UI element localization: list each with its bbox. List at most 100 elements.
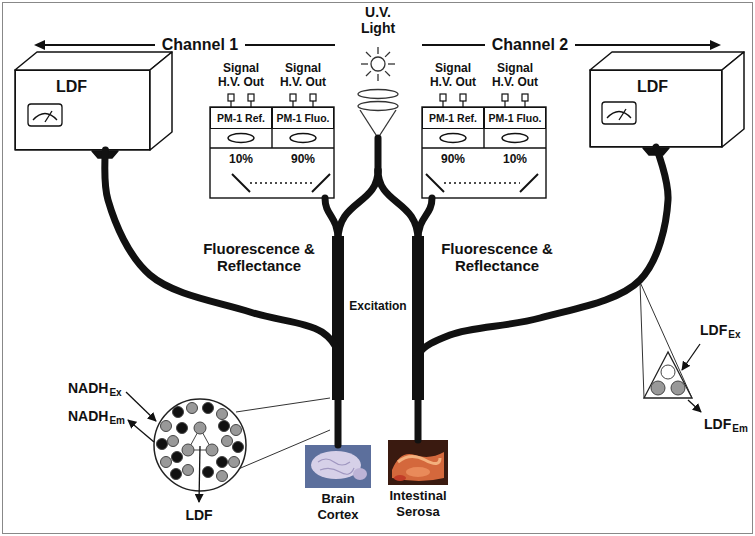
signal-name: LDF bbox=[185, 507, 212, 523]
tissue-image bbox=[318, 459, 350, 465]
gauge-icon bbox=[619, 109, 626, 120]
signal-label: Signal H.V. Out bbox=[212, 62, 270, 90]
light-source-label: U.V. Light bbox=[354, 4, 402, 36]
subscript: Em bbox=[109, 415, 125, 427]
magnifier bbox=[182, 444, 194, 456]
ldf-instrument: LDF bbox=[590, 70, 722, 147]
optics-housing bbox=[426, 174, 444, 192]
magnifier bbox=[640, 282, 692, 398]
optics-housing bbox=[422, 147, 546, 148]
terminal bbox=[460, 94, 466, 101]
terminal bbox=[228, 94, 234, 101]
channel-arrow bbox=[710, 40, 721, 50]
tissue-dot bbox=[173, 407, 184, 418]
tissue-dot bbox=[231, 425, 242, 436]
box-label: Intestinal Serosa bbox=[385, 488, 451, 519]
optical-fiber bbox=[418, 198, 432, 240]
tissue-dot bbox=[229, 457, 240, 468]
magnifier bbox=[206, 444, 218, 456]
tissue-dot bbox=[177, 423, 188, 434]
channel-arrow bbox=[422, 44, 485, 46]
tissue-dot bbox=[157, 439, 168, 450]
tissue-image bbox=[394, 475, 406, 481]
optics-housing bbox=[228, 134, 254, 143]
fiber-cable bbox=[105, 150, 340, 445]
tissue-dot bbox=[222, 436, 233, 447]
lens bbox=[358, 90, 398, 139]
optical-fiber bbox=[338, 170, 378, 240]
optics-housing bbox=[250, 182, 312, 183]
optics-housing bbox=[422, 107, 546, 198]
magnifier bbox=[194, 422, 206, 434]
terminal bbox=[248, 94, 254, 101]
gauge-icon bbox=[45, 111, 52, 122]
tissue-image bbox=[353, 468, 367, 480]
ldf-instrument: LDF bbox=[15, 70, 150, 150]
optics-housing bbox=[502, 134, 528, 143]
gauge-icon bbox=[607, 112, 631, 119]
magnifier bbox=[651, 381, 665, 395]
ldf-housing bbox=[15, 70, 150, 150]
tissue-dot bbox=[183, 465, 194, 476]
uv-lamp bbox=[371, 57, 385, 71]
tissue-dot bbox=[233, 442, 244, 453]
ldf-housing bbox=[590, 52, 744, 70]
ldf-housing bbox=[590, 70, 722, 147]
tissue-image bbox=[398, 456, 440, 463]
optics-housing bbox=[290, 134, 316, 143]
magnifier bbox=[671, 381, 685, 395]
channel-label: Channel 2 bbox=[492, 36, 568, 54]
photomultiplier-box: PM-1 Fluo. bbox=[484, 107, 546, 129]
subscript: Ex bbox=[109, 387, 121, 399]
tissue-dot bbox=[161, 457, 172, 468]
tissue-dot bbox=[219, 421, 230, 432]
tissue-dot bbox=[172, 452, 183, 463]
tissue-image bbox=[305, 440, 448, 488]
signal-name: LDF bbox=[700, 322, 727, 338]
optics-housing bbox=[444, 182, 520, 183]
annotation-arrow bbox=[128, 420, 154, 442]
box-label: PM-1 Fluo. bbox=[276, 112, 329, 125]
uv-lamp bbox=[366, 71, 371, 76]
terminal bbox=[310, 94, 316, 101]
channel-label: Channel 1 bbox=[162, 36, 238, 54]
tissue-dot bbox=[171, 469, 182, 480]
signal-label: Signal H.V. Out bbox=[424, 62, 482, 90]
lens bbox=[358, 90, 398, 99]
signal-label: Signal H.V. Out bbox=[486, 62, 544, 90]
terminal bbox=[228, 94, 528, 107]
terminal bbox=[440, 94, 446, 101]
magnifier bbox=[661, 365, 675, 379]
tissue-dot bbox=[168, 436, 179, 447]
uv-lamp bbox=[385, 71, 390, 76]
box-label: PM-1 Ref. bbox=[217, 112, 265, 125]
lens bbox=[358, 102, 398, 111]
optics-housing bbox=[232, 174, 250, 192]
magnifier bbox=[640, 282, 644, 398]
optics-housing bbox=[440, 134, 466, 143]
uv-lamp bbox=[361, 63, 368, 64]
fiber-label: Fluorescence & Reflectance bbox=[198, 240, 320, 275]
channel-arrow bbox=[42, 44, 155, 46]
tissue-dot bbox=[203, 467, 214, 478]
magnifier bbox=[236, 398, 330, 412]
channel-arrow bbox=[575, 44, 713, 46]
gauge-icon bbox=[602, 102, 636, 124]
box-label: PM-1 Fluo. bbox=[488, 112, 541, 125]
split-percent: 10% bbox=[229, 153, 253, 167]
ldf-housing bbox=[150, 52, 172, 150]
split-percent: 10% bbox=[503, 153, 527, 167]
uv-lamp bbox=[361, 47, 395, 81]
terminal bbox=[522, 94, 528, 101]
tissue-site: Brain Cortex bbox=[305, 445, 371, 522]
annotation-arrow bbox=[682, 344, 700, 370]
lens bbox=[360, 110, 378, 138]
signal-name: LDF bbox=[704, 416, 731, 432]
box-label: Brain Cortex bbox=[308, 491, 368, 522]
tissue-dot bbox=[217, 457, 228, 468]
annotation-arrow bbox=[688, 400, 701, 412]
tissue-dot bbox=[203, 403, 214, 414]
terminal bbox=[290, 94, 296, 101]
tissue-image bbox=[392, 452, 444, 481]
